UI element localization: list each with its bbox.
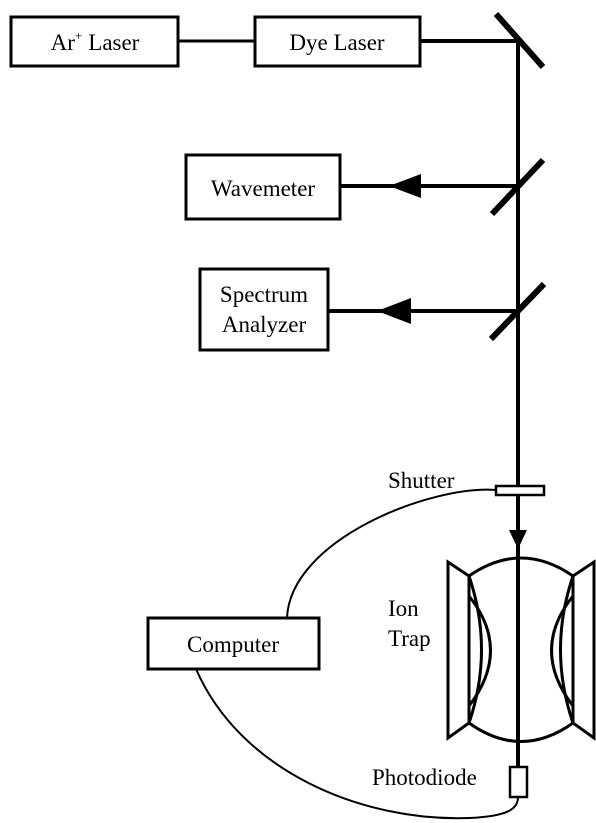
ion-trap-left-electrode [446, 559, 471, 741]
computer-photodiode-cable [195, 668, 519, 820]
dye-laser-label: Dye Laser [289, 30, 384, 55]
computer-box: Computer [146, 616, 321, 671]
ion-trap-right-electrode [571, 559, 596, 741]
ion-trap-left-endcap [467, 595, 492, 707]
photodiode-label: Photodiode [372, 765, 477, 790]
steering-mirror [493, 12, 546, 69]
ion-trap-ring-electrode [467, 556, 575, 743]
wavemeter-box: Wavemeter [184, 153, 342, 221]
wavemeter-arrow [389, 174, 421, 198]
shutter-label: Shutter [388, 468, 455, 493]
ion-trap-label-line1: Ion [388, 596, 419, 621]
dye-laser-box: Dye Laser [253, 15, 422, 68]
computer-shutter-cable [286, 488, 497, 619]
ar-laser-box: Ar+Laser [9, 15, 180, 68]
computer-label: Computer [187, 632, 279, 657]
spectrum-analyzer-arrow [377, 298, 411, 324]
spectrum-analyzer-beamsplitter [488, 281, 547, 342]
spectrum-analyzer-label-line1: Spectrum [220, 282, 308, 307]
shutter [494, 484, 546, 497]
wavemeter-beamsplitter [489, 157, 546, 217]
spectrum-analyzer-label-line2: Analyzer [222, 312, 307, 337]
photodiode [508, 765, 529, 799]
ion-trap-right-endcap [550, 595, 575, 707]
wavemeter-label: Wavemeter [211, 176, 315, 201]
spectrum-analyzer-box: Spectrum Analyzer [198, 267, 330, 352]
ion-trap [446, 556, 596, 743]
beam-arrow-into-trap [509, 530, 527, 549]
ar-laser-label: Ar+Laser [51, 28, 140, 55]
ion-trap-label-line2: Trap [388, 626, 431, 651]
